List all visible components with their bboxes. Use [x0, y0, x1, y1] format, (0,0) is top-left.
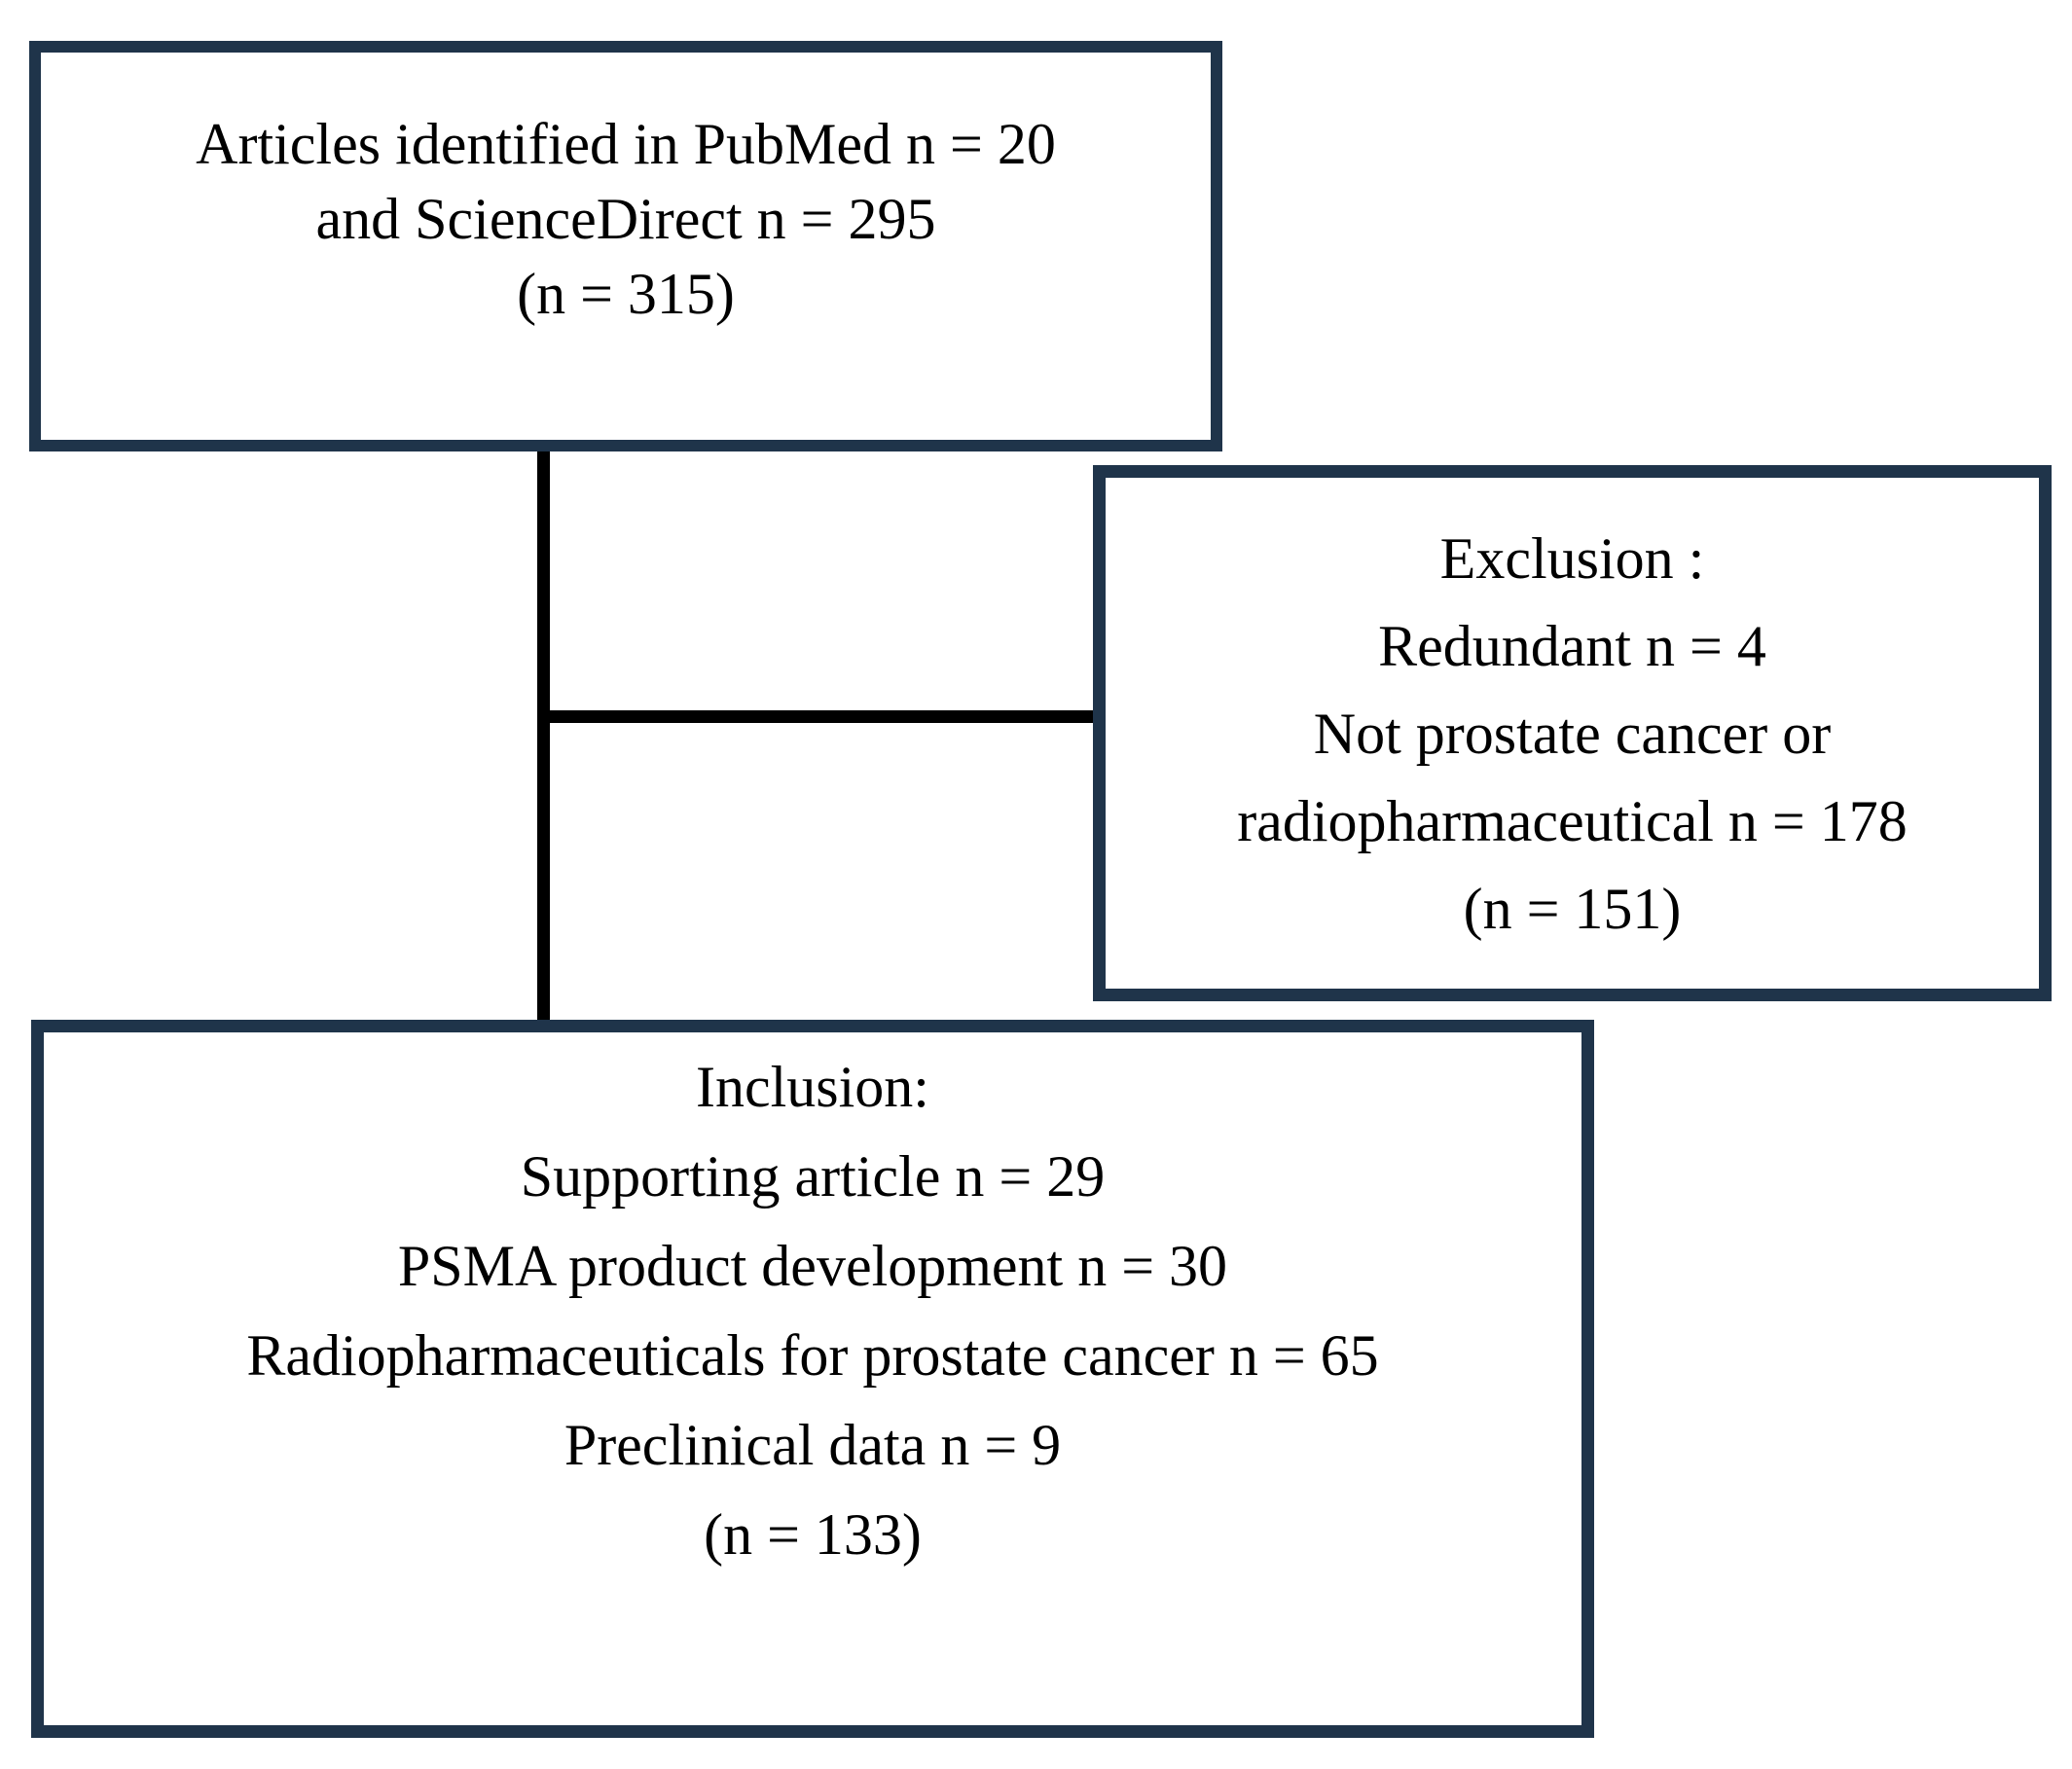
exclusion-line-not-prostate: Not prostate cancer or: [1313, 701, 1832, 766]
inclusion-box: Inclusion: Supporting article n = 29 PSM…: [31, 1020, 1594, 1738]
inclusion-line-radiopharmaceuticals: Radiopharmaceuticals for prostate cancer…: [246, 1323, 1379, 1388]
inclusion-line-supporting: Supporting article n = 29: [520, 1144, 1106, 1209]
identification-line-2: and ScienceDirect n = 295: [315, 186, 936, 251]
exclusion-line-radiopharmaceutical: radiopharmaceutical n = 178: [1237, 788, 1908, 853]
inclusion-line-preclinical: Preclinical data n = 9: [563, 1413, 1062, 1477]
exclusion-box: Exclusion : Redundant n = 4 Not prostate…: [1093, 465, 2052, 1001]
inclusion-title: Inclusion:: [696, 1055, 929, 1119]
connector-horizontal-line: [537, 710, 1094, 723]
exclusion-line-redundant: Redundant n = 4: [1378, 613, 1766, 678]
inclusion-line-psma: PSMA product development n = 30: [397, 1234, 1228, 1298]
exclusion-title: Exclusion :: [1439, 525, 1705, 591]
identification-line-3: (n = 315): [517, 261, 735, 326]
identification-line-1: Articles identified in PubMed n = 20: [196, 111, 1056, 176]
identification-box: Articles identified in PubMed n = 20 and…: [29, 41, 1222, 451]
connector-vertical-line: [537, 448, 550, 1022]
inclusion-total: (n = 133): [704, 1502, 922, 1567]
exclusion-total: (n = 151): [1463, 876, 1682, 941]
